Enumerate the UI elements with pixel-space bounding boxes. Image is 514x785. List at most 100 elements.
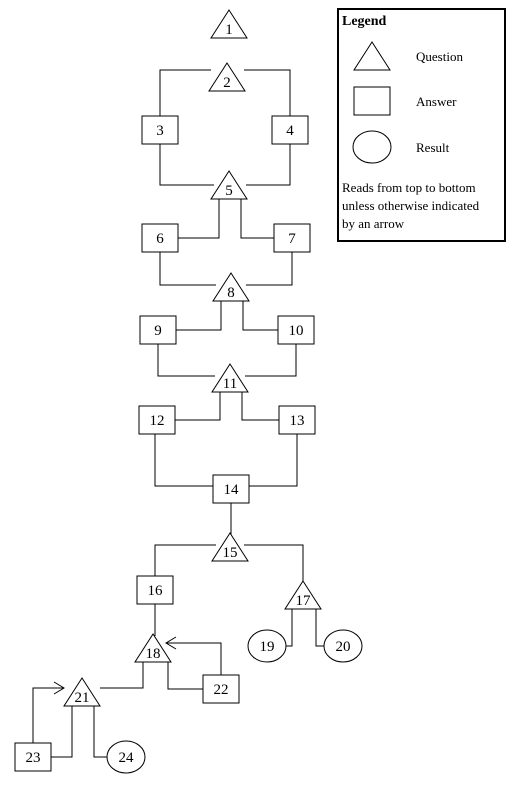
- node-label: 7: [288, 231, 296, 247]
- connector-17-to-20: [315, 607, 324, 647]
- question-triangle: [208, 62, 246, 92]
- connector-line: [100, 660, 144, 689]
- connector-9-to-11: [157, 344, 215, 377]
- node-6: 6: [141, 223, 179, 253]
- legend-item-label: Result: [416, 140, 450, 155]
- connector-23-to-21: [32, 681, 65, 743]
- circle-icon: [352, 130, 392, 164]
- connector-lines: [32, 69, 324, 758]
- node-3: 3: [141, 115, 179, 145]
- connector-line: [159, 252, 216, 286]
- node-label: 5: [225, 183, 233, 199]
- connector-line: [249, 434, 298, 487]
- node-2: 2: [208, 62, 246, 92]
- answer-box: [273, 223, 311, 253]
- node-22: 22: [202, 674, 240, 704]
- connector-2-to-3: [159, 69, 211, 116]
- node-17: 17: [284, 580, 322, 610]
- connector-line: [242, 298, 278, 331]
- connector-3-to-5: [159, 144, 214, 186]
- node-label: 10: [289, 323, 304, 339]
- connector-18-to-22: [167, 660, 203, 690]
- connector-line: [244, 69, 291, 116]
- connector-17-to-19: [286, 607, 293, 647]
- connector-line: [176, 298, 222, 331]
- legend-title: Legend: [342, 14, 387, 29]
- node-20: 20: [323, 629, 363, 663]
- node-8: 8: [212, 272, 250, 302]
- node-label: 24: [119, 750, 135, 766]
- connector-line: [154, 544, 216, 576]
- connector-4-to-5: [246, 144, 291, 186]
- arrowhead: [53, 681, 65, 695]
- node-label: 13: [290, 413, 305, 429]
- node-11: 11: [211, 363, 249, 393]
- connector-15-to-16: [154, 544, 216, 576]
- connector-line: [240, 196, 274, 239]
- connector-line: [175, 389, 221, 421]
- node-label: 1: [225, 22, 233, 38]
- question-triangle: [211, 363, 249, 393]
- connector-2-to-4: [244, 69, 291, 116]
- node-label: 20: [336, 639, 351, 655]
- connector-line: [159, 144, 214, 186]
- node-label: 18: [146, 646, 161, 662]
- node-label: 9: [154, 323, 162, 339]
- connector-21-to-23: [51, 703, 73, 758]
- answer-box: [212, 474, 250, 504]
- arrowhead: [165, 636, 177, 650]
- node-16: 16: [136, 575, 174, 605]
- answer-box: [141, 223, 179, 253]
- node-label: 2: [223, 75, 231, 91]
- question-triangle: [284, 580, 322, 610]
- connector-line: [51, 703, 73, 758]
- node-15: 15: [211, 532, 249, 562]
- node-14: 14: [212, 474, 250, 504]
- node-24: 24: [106, 740, 146, 774]
- triangle-icon: [353, 41, 391, 71]
- connector-5-to-6: [178, 196, 220, 239]
- connector-line: [166, 642, 222, 675]
- answer-box: [138, 405, 176, 435]
- connector-line: [246, 252, 293, 286]
- answer-box: [139, 315, 177, 345]
- node-label: 22: [214, 682, 229, 698]
- node-13: 13: [278, 405, 316, 435]
- node-label: 8: [227, 285, 235, 301]
- node-10: 10: [277, 315, 315, 345]
- connector-line: [157, 344, 215, 377]
- connector-12-to-14: [154, 434, 213, 487]
- connector-21-to-24: [93, 703, 107, 758]
- connector-line: [246, 144, 291, 186]
- connector-15-to-17: [244, 544, 304, 583]
- answer-box: [271, 115, 309, 145]
- legend-item-question: Question: [353, 41, 463, 71]
- node-23: 23: [14, 742, 52, 772]
- answer-box: [277, 315, 315, 345]
- node-label: 14: [224, 482, 240, 498]
- node-21: 21: [63, 677, 101, 707]
- connector-line: [245, 344, 297, 377]
- connector-line: [93, 703, 107, 758]
- answer-box: [141, 115, 179, 145]
- question-triangle: [210, 170, 248, 200]
- answer-box: [14, 742, 52, 772]
- connector-line: [32, 687, 64, 743]
- question-triangle: [212, 272, 250, 302]
- connector-7-to-8: [246, 252, 293, 286]
- result-circle: [106, 740, 146, 774]
- connector-6-to-8: [159, 252, 216, 286]
- node-19: 19: [247, 629, 287, 663]
- legend-item-result: Result: [352, 130, 450, 164]
- connector-10-to-11: [245, 344, 297, 377]
- connector-line: [167, 660, 203, 690]
- connector-18-to-21: [100, 660, 144, 689]
- node-label: 21: [75, 690, 90, 706]
- node-18: 18: [134, 633, 172, 663]
- node-label: 6: [156, 231, 164, 247]
- connector-line: [315, 607, 324, 647]
- legend-note-line: unless otherwise indicated: [342, 198, 480, 213]
- node-label: 4: [286, 123, 294, 139]
